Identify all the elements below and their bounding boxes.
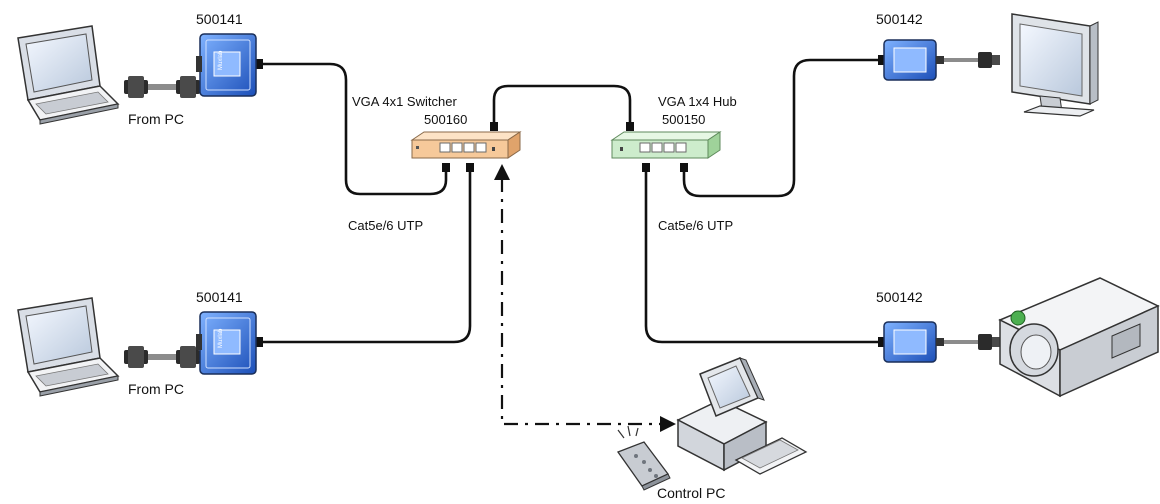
vga-plug-icon-bottom — [124, 346, 200, 368]
control-arrow-right — [660, 416, 676, 432]
from-pc-top-label: From PC — [128, 111, 184, 127]
vga-hub — [610, 131, 722, 159]
control-arrow-up — [494, 164, 510, 180]
adapter-brand-bottom: Muxlab — [218, 328, 224, 348]
switcher-model-label: 500160 — [424, 112, 467, 127]
cable-left-label: Cat5e/6 UTP — [348, 218, 423, 233]
cable-right-label: Cat5e/6 UTP — [658, 218, 733, 233]
receiver-top-label: 500142 — [876, 11, 923, 27]
cable-top-right — [682, 58, 884, 198]
projector-icon — [998, 277, 1160, 398]
cable-bottom-left — [260, 166, 472, 344]
cable-switcher-to-hub — [492, 84, 632, 128]
laptop-icon-bottom — [17, 297, 120, 397]
remote-control-icon — [616, 425, 671, 491]
control-pc-label: Control PC — [657, 485, 725, 501]
transmitter-bottom-label: 500141 — [196, 289, 243, 305]
receiver-icon-top — [883, 39, 1000, 81]
desktop-computer-icon — [676, 357, 808, 475]
cable-top-left — [260, 62, 448, 196]
hub-name-label: VGA 1x4 Hub — [658, 94, 737, 109]
laptop-icon-top — [17, 25, 120, 125]
vga-switcher — [410, 131, 522, 159]
from-pc-bottom-label: From PC — [128, 381, 184, 397]
receiver-bottom-label: 500142 — [876, 289, 923, 305]
hub-model-label: 500150 — [662, 112, 705, 127]
cable-bottom-right — [644, 166, 884, 344]
transmitter-icon-top: Muxlab — [196, 33, 257, 97]
switcher-name-label: VGA 4x1 Switcher — [352, 94, 457, 109]
transmitter-icon-bottom: Muxlab — [196, 311, 257, 375]
receiver-icon-bottom — [883, 321, 1000, 363]
control-line — [500, 178, 660, 426]
transmitter-top-label: 500141 — [196, 11, 243, 27]
adapter-brand-top: Muxlab — [218, 50, 224, 70]
monitor-icon — [1011, 13, 1099, 117]
vga-plug-icon-top — [124, 76, 200, 98]
rj45-connectors — [256, 55, 885, 347]
